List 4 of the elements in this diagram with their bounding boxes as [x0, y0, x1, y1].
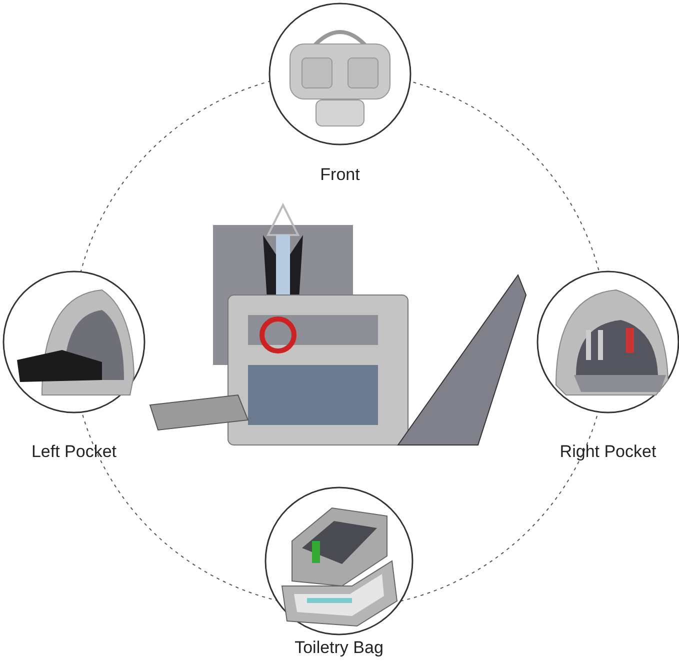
caption-label: Left Pocket: [31, 442, 117, 462]
caption-label: Toiletry Bag: [294, 638, 384, 658]
caption-label: Front: [320, 165, 360, 185]
caption-label: Right Pocket: [560, 442, 656, 462]
